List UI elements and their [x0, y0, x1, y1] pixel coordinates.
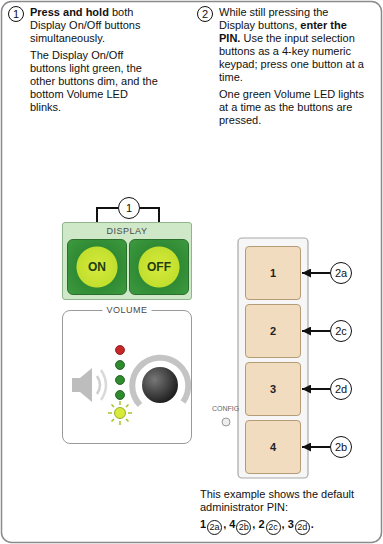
callout-number: 2a	[335, 267, 347, 279]
display-panel: DISPLAY ON OFF	[62, 222, 192, 300]
input-button: 2	[245, 304, 301, 358]
instruction-paragraph: This example shows the default administr…	[200, 488, 376, 514]
volume-knob	[142, 367, 178, 403]
button-label: 1	[270, 267, 276, 279]
callout-circle: 2a	[330, 262, 352, 284]
instruction-text: 1	[200, 518, 206, 530]
callout-number: 1	[126, 202, 132, 214]
input-button: 4	[245, 420, 301, 474]
button-label: 4	[270, 441, 276, 453]
callout-arrow	[302, 388, 330, 390]
button-label: ON	[88, 260, 106, 274]
panel-label: DISPLAY	[107, 226, 148, 236]
instruction-text: , 2	[252, 518, 264, 530]
display-button: OFF	[129, 239, 189, 295]
led-green	[116, 361, 125, 370]
callout-number: 2d	[295, 520, 310, 535]
instruction-paragraph: The Display On/Off buttons light green, …	[30, 49, 158, 114]
button-label: 3	[270, 383, 276, 395]
keypad-frame	[238, 238, 308, 478]
instruction-text: Press and hold	[30, 6, 109, 18]
instruction-text: .	[311, 518, 314, 530]
text-column: This example shows the default administr…	[200, 488, 376, 539]
callout-arrow	[302, 446, 330, 448]
instruction-text: , 4	[223, 518, 235, 530]
callout-circle: 2d	[330, 378, 352, 400]
callout-number: 2c	[266, 520, 281, 535]
config-button	[222, 418, 230, 426]
instruction-paragraph: While still pressing the Display buttons…	[219, 6, 367, 84]
instruction-paragraph: One green Volume LED lights at a time as…	[219, 88, 367, 127]
instruction-paragraph: 12a, 42b, 22c, 32d.	[200, 518, 376, 535]
callout-arrow	[302, 330, 330, 332]
callout-arrow	[302, 272, 330, 274]
volume-panel: VOLUME	[62, 310, 192, 444]
led-green	[116, 376, 125, 385]
text-column: 2 While still pressing the Display button…	[197, 6, 367, 131]
callout-circle: 2c	[330, 320, 352, 342]
instruction-paragraph: Press and holdboth Display On/Off button…	[30, 6, 158, 45]
led-red	[116, 346, 125, 355]
callout-number: 2b	[236, 520, 251, 535]
instruction-text: The Display On/Off buttons light green, …	[30, 49, 158, 113]
instruction-text: Use the input selection buttons as a 4-k…	[219, 32, 364, 83]
config-label: CONFIG	[212, 405, 239, 413]
instruction-text: One green Volume LED lights at a time as…	[219, 88, 364, 126]
input-button: 1	[245, 246, 301, 300]
callout-number: 2a	[207, 520, 222, 535]
step-number: 1	[8, 6, 24, 22]
blinking-led	[108, 401, 132, 425]
callout-number: 2d	[335, 383, 347, 395]
callout-circle: 1	[118, 197, 140, 219]
led-green	[116, 391, 125, 400]
panel-label: VOLUME	[102, 304, 151, 316]
instruction-text: This example shows the default administr…	[200, 488, 354, 513]
text-column: 1 Press and holdboth Display On/Off butto…	[8, 6, 158, 118]
knob-scale	[132, 358, 188, 405]
step-number: 2	[197, 6, 213, 22]
input-button: 3	[245, 362, 301, 416]
display-button: ON	[67, 239, 127, 295]
callout-number: 2c	[335, 325, 347, 337]
callout-number: 2b	[335, 441, 347, 453]
button-label: 2	[270, 325, 276, 337]
button-label: OFF	[147, 260, 171, 274]
instruction-text: , 3	[282, 518, 294, 530]
speaker-icon	[72, 368, 106, 402]
callout-circle: 2b	[330, 436, 352, 458]
